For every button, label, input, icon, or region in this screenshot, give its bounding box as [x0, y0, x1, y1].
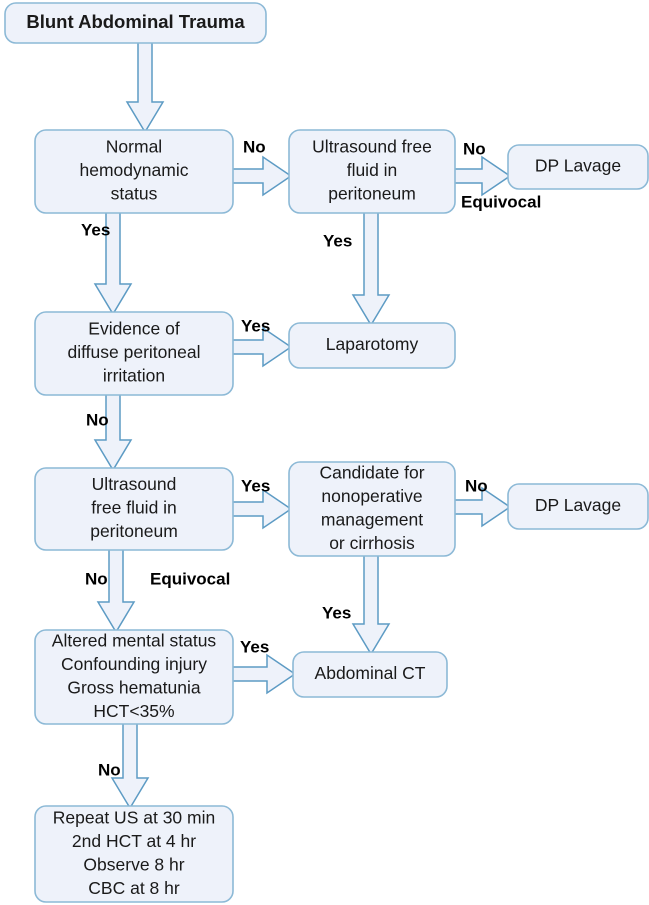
- edge-label-no: No: [86, 410, 109, 429]
- node-label-line: Laparotomy: [326, 334, 419, 354]
- edge-label-equivocal: Equivocal: [150, 569, 230, 588]
- flow-node-n5[interactable]: Evidence of diffuse peritoneal irritation: [34, 311, 234, 396]
- flow-node-n7[interactable]: Ultrasound free fluid in peritoneum: [34, 467, 234, 551]
- node-box: [34, 629, 234, 725]
- node-label-line: Ultrasound free: [312, 137, 432, 157]
- node-label-line: CBC at 8 hr: [88, 878, 180, 898]
- flow-arrow-right: [455, 155, 512, 197]
- node-box: [288, 322, 456, 369]
- node-label-line: nonoperative: [321, 486, 422, 506]
- flow-arrow-right: [233, 488, 293, 530]
- flow-node-n2[interactable]: Normal hemodynamic status: [34, 129, 234, 214]
- edge-label-yes: Yes: [241, 476, 270, 495]
- edge-label-no: No: [85, 569, 108, 588]
- node-label-line: DP Lavage: [535, 156, 621, 176]
- node-label-line: Altered mental status: [52, 630, 217, 650]
- node-box: [288, 461, 456, 557]
- node-label-line: Ultrasound: [92, 474, 177, 494]
- flow-node-n9[interactable]: DP Lavage: [507, 483, 649, 530]
- node-label-line: peritoneum: [328, 184, 416, 204]
- flow-arrow-down: [125, 43, 165, 134]
- node-label-line: Normal: [106, 137, 162, 157]
- arrow-layer: [93, 43, 512, 810]
- node-label-line: Evidence of: [88, 319, 180, 339]
- node-label-line: hemodynamic: [80, 160, 189, 180]
- node-label-line: irritation: [103, 366, 165, 386]
- node-label-line: Abdominal CT: [315, 663, 426, 683]
- flow-node-n3[interactable]: Ultrasound free fluid in peritoneum: [288, 129, 456, 214]
- node-label-line: fluid in: [347, 160, 398, 180]
- node-box: [34, 467, 234, 551]
- node-label-line: 2nd HCT at 4 hr: [72, 831, 196, 851]
- node-label-line: management: [321, 509, 423, 529]
- flow-node-n12[interactable]: Repeat US at 30 min 2nd HCT at 4 hr Observ…: [34, 805, 234, 903]
- flow-node-n6[interactable]: Laparotomy: [288, 322, 456, 369]
- edge-label-yes: Yes: [323, 231, 352, 250]
- node-label-line: Blunt Abdominal Trauma: [26, 11, 245, 32]
- flow-node-n1[interactable]: Blunt Abdominal Trauma: [4, 2, 267, 44]
- edge-label-equivocal: Equivocal: [461, 192, 541, 211]
- node-box: [288, 129, 456, 214]
- flow-node-n4[interactable]: DP Lavage: [507, 144, 649, 190]
- edge-label-yes: Yes: [241, 316, 270, 335]
- node-label-line: Observe 8 hr: [83, 854, 184, 874]
- node-label-line: Confounding injury: [61, 654, 207, 674]
- edge-label-no: No: [98, 760, 121, 779]
- node-label-line: peritoneum: [90, 521, 178, 541]
- flow-arrow-down: [96, 550, 136, 634]
- node-box: [4, 2, 267, 44]
- flow-node-n8[interactable]: Candidate for nonoperative management or ci…: [288, 461, 456, 557]
- node-box: [34, 805, 234, 903]
- flow-arrow-right: [233, 155, 293, 197]
- node-label-line: DP Lavage: [535, 495, 621, 515]
- node-label-line: free fluid in: [91, 498, 177, 518]
- flow-arrow-down: [351, 556, 391, 656]
- node-label-line: or cirrhosis: [329, 533, 415, 553]
- node-box: [292, 651, 448, 698]
- edge-label-yes: Yes: [322, 603, 351, 622]
- flow-arrow-right: [233, 653, 297, 695]
- node-label-line: Gross hematunia: [67, 677, 201, 697]
- node-label-line: Candidate for: [319, 462, 424, 482]
- node-label-line: HCT<35%: [93, 701, 174, 721]
- node-label-line: Repeat US at 30 min: [53, 807, 215, 827]
- edge-label-yes: Yes: [240, 637, 269, 656]
- edge-label-no: No: [463, 139, 486, 158]
- node-box: [507, 483, 649, 530]
- edge-label-no: No: [465, 476, 488, 495]
- edge-label-yes: Yes: [81, 220, 110, 239]
- node-box: [34, 129, 234, 214]
- node-box: [34, 311, 234, 396]
- node-label-line: diffuse peritoneal: [68, 342, 201, 362]
- flow-arrow-down: [351, 213, 391, 327]
- node-box: [507, 144, 649, 190]
- flow-arrow-down: [93, 395, 133, 472]
- flow-node-n11[interactable]: Abdominal CT: [292, 651, 448, 698]
- edge-label-no: No: [243, 137, 266, 156]
- node-label-line: status: [111, 184, 158, 204]
